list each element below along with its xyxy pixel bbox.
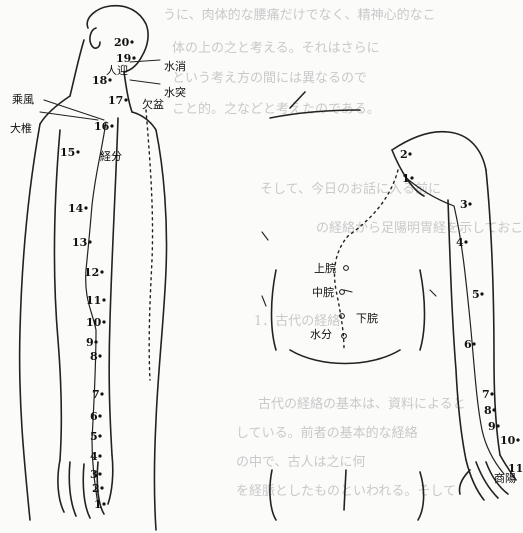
left-point-dot bbox=[132, 56, 135, 59]
label-xiawan: 下脘 bbox=[356, 311, 378, 325]
right-figure-torso-right bbox=[420, 270, 425, 350]
left-point-number: 14 bbox=[68, 202, 84, 215]
left-point-number: 19 bbox=[116, 52, 131, 65]
left-figure-hand bbox=[58, 455, 113, 518]
right-point-dot bbox=[410, 176, 413, 179]
left-point-number: 12 bbox=[84, 266, 99, 279]
right-figure-collar bbox=[290, 92, 305, 108]
left-point-number: 3 bbox=[90, 468, 98, 481]
left-point-dot bbox=[98, 472, 101, 475]
left-point-dot bbox=[98, 454, 101, 457]
label-zhongwan: 中脘 bbox=[312, 285, 334, 299]
right-figure-shoulder-line bbox=[270, 110, 360, 118]
left-point-dot bbox=[102, 298, 105, 301]
left-point-dot bbox=[108, 78, 111, 81]
label-renying: 人迎 bbox=[106, 64, 128, 77]
left-figure-ear bbox=[90, 28, 100, 48]
left-figure-back-neck bbox=[70, 40, 84, 96]
left-point-number: 6 bbox=[90, 410, 98, 423]
right-point-number: 9 bbox=[488, 420, 496, 433]
left-point-dot bbox=[130, 40, 133, 43]
right-point-dot bbox=[492, 408, 495, 411]
right-point-dot bbox=[468, 202, 471, 205]
left-point-dot bbox=[88, 240, 91, 243]
left-figure-back bbox=[20, 124, 40, 520]
label-quepen: 欠盆 bbox=[142, 97, 164, 111]
right-point-dot bbox=[490, 392, 493, 395]
left-point-dot bbox=[102, 320, 105, 323]
label-mid: 経分 bbox=[100, 150, 122, 163]
right-point-dot bbox=[408, 152, 411, 155]
left-figure-dotted-meridian bbox=[146, 110, 153, 380]
label-shangwan: 上脘 bbox=[314, 261, 336, 275]
left-point-number: 20 bbox=[114, 36, 130, 49]
right-figure-torso-left bbox=[272, 270, 277, 350]
left-point-number: 7 bbox=[92, 388, 100, 401]
left-point-dot bbox=[98, 434, 101, 437]
label-jianjing: 乘風 bbox=[12, 93, 34, 106]
right-figure-lower bbox=[344, 470, 346, 510]
left-point-dot bbox=[98, 354, 101, 357]
left-point-dot bbox=[98, 414, 101, 417]
left-point-number: 11 bbox=[86, 294, 101, 307]
left-point-number: 1 bbox=[94, 498, 102, 511]
left-figure-meridian bbox=[86, 122, 106, 505]
left-point-dot bbox=[100, 486, 103, 489]
left-figure-chest bbox=[132, 112, 156, 130]
right-point-dot bbox=[496, 424, 499, 427]
left-figure-arm-back bbox=[54, 130, 61, 460]
left-point-dot bbox=[76, 150, 79, 153]
right-point-dot bbox=[516, 438, 519, 441]
left-point-dot bbox=[100, 270, 103, 273]
left-point-dot bbox=[84, 206, 87, 209]
left-point-number: 2 bbox=[92, 482, 100, 495]
left-point-number: 10 bbox=[86, 316, 102, 329]
left-point-dot bbox=[124, 98, 127, 101]
left-point-number: 18 bbox=[92, 74, 108, 87]
right-point-dot bbox=[464, 240, 467, 243]
left-point-dot bbox=[100, 392, 103, 395]
left-point-number: 4 bbox=[90, 450, 98, 463]
label-shuifen: 水分 bbox=[310, 328, 332, 341]
right-point-number: 7 bbox=[482, 388, 490, 401]
left-point-number: 17 bbox=[108, 94, 123, 107]
left-point-number: 5 bbox=[90, 430, 98, 443]
left-figure-front-neck bbox=[124, 72, 132, 112]
right-point-number: 5 bbox=[472, 288, 480, 301]
label-shuidao: 水突 bbox=[164, 85, 186, 99]
left-point-number: 9 bbox=[86, 336, 94, 349]
label-dazhui: 大椎 bbox=[10, 121, 32, 135]
right-point-dot bbox=[472, 342, 475, 345]
right-point-dot bbox=[480, 292, 483, 295]
right-point-number: 10 bbox=[500, 434, 516, 447]
point-shangwan bbox=[344, 266, 349, 271]
right-point-number: 8 bbox=[484, 404, 492, 417]
left-point-number: 8 bbox=[90, 350, 98, 363]
label-shuitu: 水消 bbox=[164, 59, 186, 73]
left-point-dot bbox=[94, 340, 97, 343]
left-point-number: 13 bbox=[72, 236, 87, 249]
label-hand: 商陽 bbox=[494, 471, 516, 485]
right-figure-belly bbox=[290, 350, 400, 364]
point-zhongwan bbox=[340, 290, 345, 295]
right-point-number: 3 bbox=[460, 198, 468, 211]
left-point-number: 16 bbox=[94, 120, 110, 133]
left-point-dot bbox=[102, 502, 105, 505]
left-figure-front bbox=[155, 130, 167, 530]
right-point-number: 4 bbox=[456, 236, 464, 249]
left-figure-arm-front bbox=[109, 118, 118, 455]
left-point-number: 15 bbox=[60, 146, 75, 159]
right-point-number: 1 bbox=[402, 172, 410, 185]
right-point-number: 6 bbox=[464, 338, 472, 351]
left-point-dot bbox=[110, 124, 113, 127]
right-point-number: 2 bbox=[400, 148, 408, 161]
